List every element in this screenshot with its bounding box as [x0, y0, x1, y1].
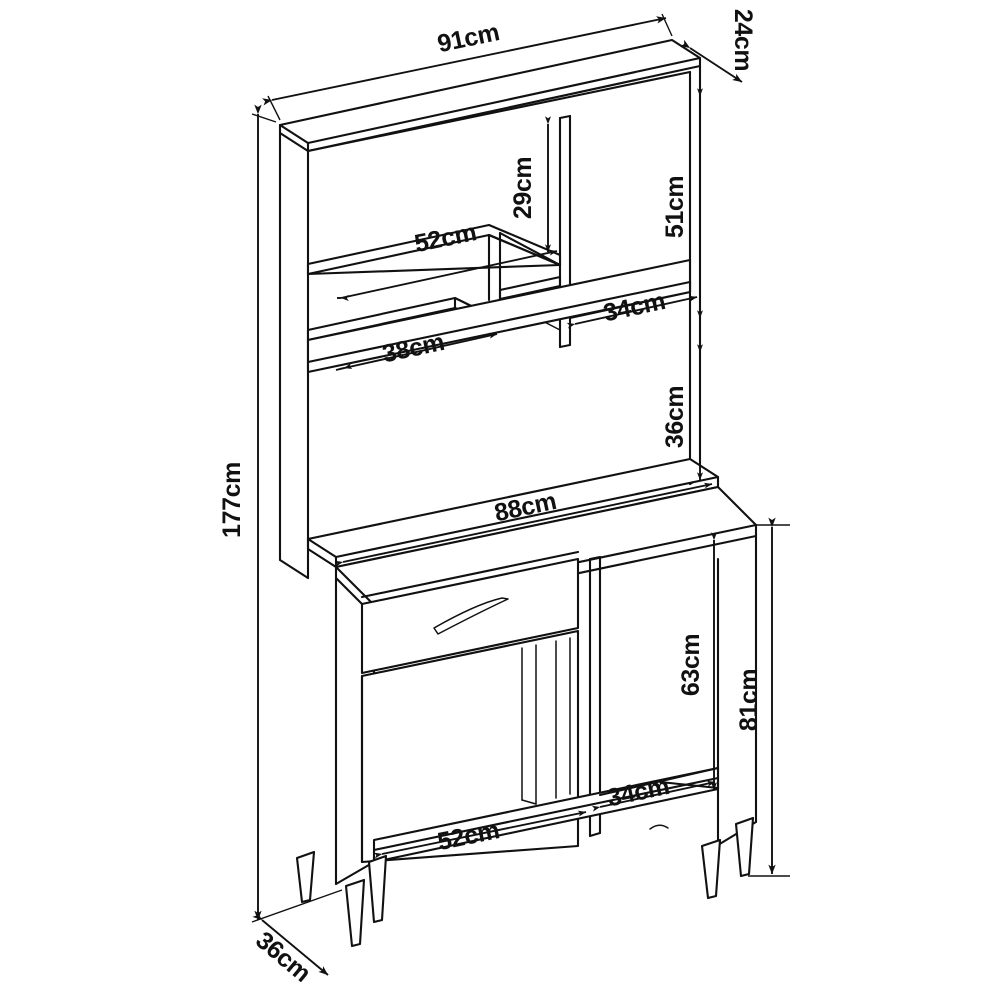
upper-bank-bottom-board-line [306, 280, 692, 364]
leg-rear-right [734, 816, 755, 878]
dimension-label-81: 81cm [735, 669, 763, 731]
dimension-label-177: 177cm [218, 462, 246, 538]
dimension-label-91: 91cm [435, 18, 502, 58]
dimension-label-29: 29cm [509, 157, 537, 219]
leg-rear-left [367, 854, 388, 924]
dimension-depth-36-base: 36cm [250, 911, 329, 988]
dimension-label-34-base: 34cm [605, 772, 672, 812]
leg-front-right [700, 838, 722, 900]
upper-top-board-edge [278, 123, 310, 153]
dimension-label-52-upper: 52cm [412, 218, 479, 258]
dimension-height-63: 63cm [677, 532, 718, 791]
upper-left-shelf-depth-diag [487, 233, 562, 267]
base-right-door-bottom [588, 831, 602, 838]
dimension-label-24: 24cm [729, 9, 757, 71]
leg-front-left [344, 878, 366, 948]
dimension-depth-24: 24cm [680, 9, 757, 83]
upper-top-board-right-edge [306, 56, 702, 153]
dimension-height-29: 29cm [509, 116, 552, 253]
dimension-label-36-base: 36cm [250, 926, 316, 988]
drawer-handle-icon [433, 597, 509, 635]
dimension-height-177: 177cm [218, 104, 343, 923]
upper-left-shelf-52-front [306, 263, 562, 276]
base-left-side-bottom [334, 860, 376, 886]
upper-main-divider-top [558, 114, 572, 120]
drawer-front [360, 557, 580, 675]
dimension-label-63: 63cm [677, 634, 705, 696]
dimension-label-51: 51cm [661, 176, 689, 238]
base-interior-divider-a-cap [521, 799, 537, 805]
dimension-height-81: 81cm [735, 517, 790, 877]
leg-front-left-inner [295, 850, 316, 904]
upper-main-divider-bottom [558, 343, 572, 349]
base-right-knob [649, 824, 669, 830]
dimension-label-88: 88cm [492, 487, 559, 527]
dimension-height-36-shelf: 36cm [661, 344, 704, 481]
dimension-height-51: 51cm [661, 88, 704, 319]
dimension-label-36-shelf: 36cm [661, 386, 689, 448]
upper-left-side-bottom [278, 558, 310, 580]
